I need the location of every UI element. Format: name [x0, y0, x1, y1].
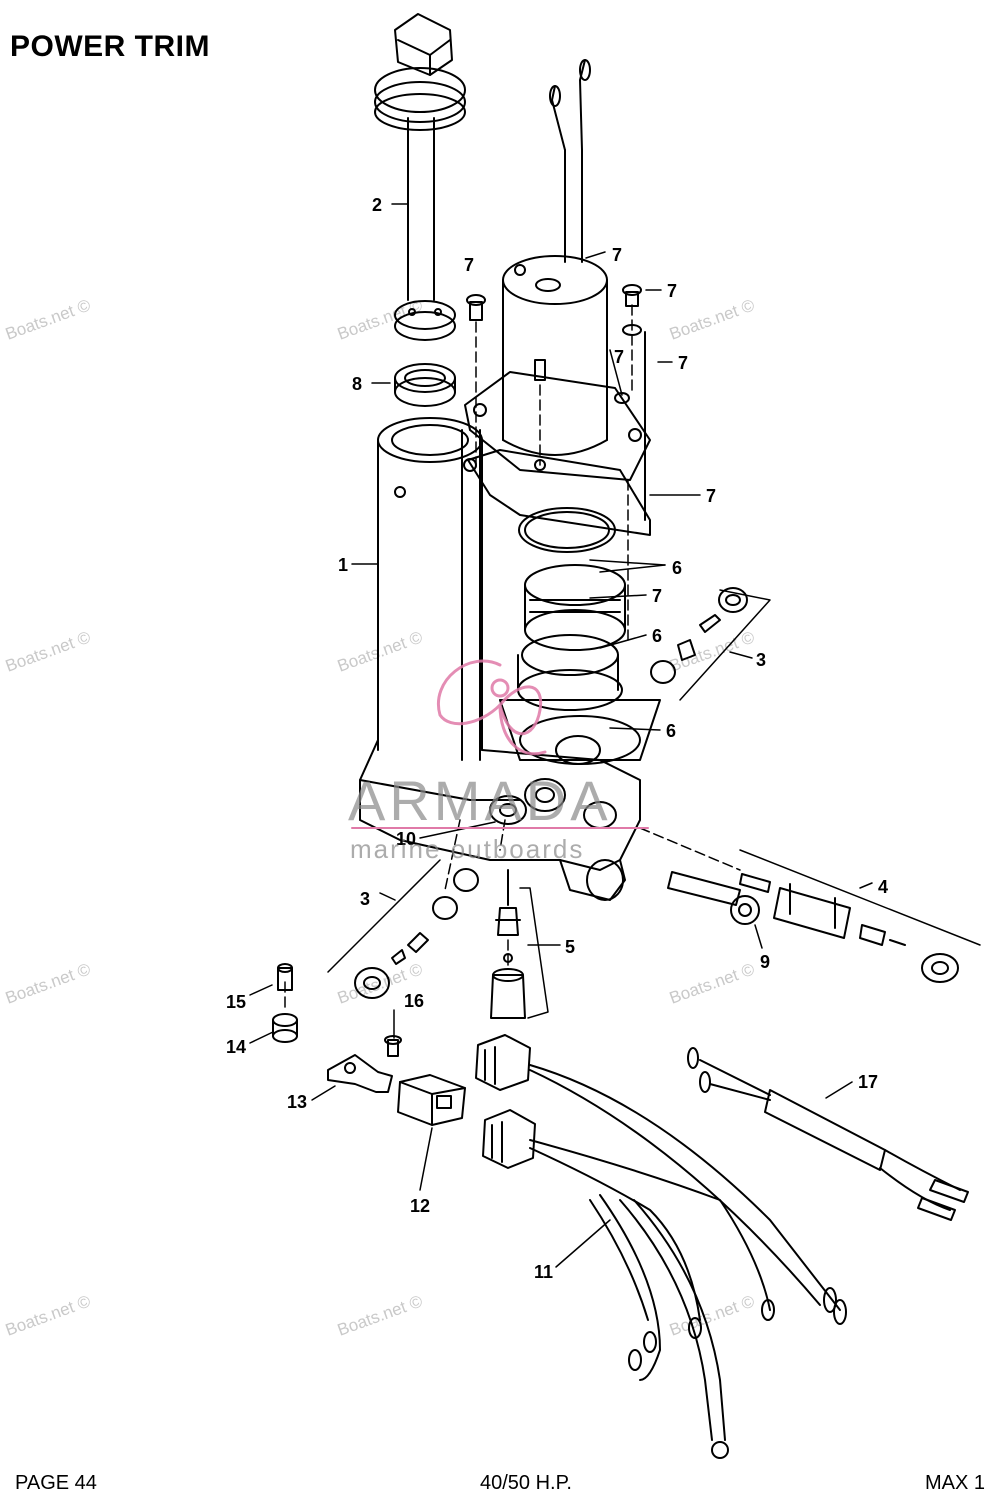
callout-label: 7 — [612, 245, 622, 265]
callout-label: 6 — [652, 626, 662, 646]
callout-label: 13 — [287, 1092, 307, 1112]
leader-lines — [249, 203, 981, 1268]
callout-label: 7 — [667, 281, 677, 301]
part-1-cylinder — [359, 417, 641, 901]
callout-label: 5 — [565, 937, 575, 957]
part-7-motor — [463, 59, 651, 553]
page-title: POWER TRIM — [10, 30, 210, 63]
part-14-grommet — [272, 1013, 298, 1043]
callout-label: 3 — [360, 889, 370, 909]
footer-page-number: PAGE 44 — [15, 1472, 97, 1494]
callout-label: 7 — [652, 586, 662, 606]
part-4-manual-release — [667, 871, 959, 983]
callout-label: 7 — [614, 347, 624, 367]
callout-label: 9 — [760, 952, 770, 972]
watermark-text: Boats.net © — [3, 1291, 94, 1339]
callout-label: 12 — [410, 1196, 430, 1216]
callout-label: 4 — [878, 877, 888, 897]
watermark-text: Boats.net © — [667, 295, 758, 343]
watermark-text: Boats.net © — [335, 1291, 426, 1339]
part-15-bushing — [277, 963, 293, 991]
callout-labels: 2 7 7 7 7 7 8 1 7 6 7 6 3 6 10 4 3 9 5 1… — [226, 195, 888, 1282]
callout-label: 7 — [678, 353, 688, 373]
part-3-valve-left — [354, 868, 479, 999]
part-9-clip — [730, 895, 760, 925]
part-3-valve-right — [650, 587, 748, 684]
part-17-lead-wire — [687, 1047, 969, 1221]
callout-label: 14 — [226, 1037, 246, 1057]
callout-label: 2 — [372, 195, 382, 215]
watermark-text: Boats.net © — [3, 959, 94, 1007]
part-5-valve-stack — [490, 869, 526, 1019]
footer-model: 40/50 H.P. — [480, 1472, 572, 1494]
callout-label: 15 — [226, 992, 246, 1012]
callout-label: 3 — [756, 650, 766, 670]
armada-brand-subtext: marine outboards — [350, 834, 584, 864]
part-2-trim-rod — [374, 13, 466, 341]
callout-label: 10 — [396, 829, 416, 849]
part-12-connector — [397, 1074, 466, 1126]
assembly-centerlines — [284, 304, 741, 1011]
callout-label: 16 — [404, 991, 424, 1011]
armada-logo-watermark: ARMADA marine outboards — [348, 659, 649, 864]
armada-brand-text: ARMADA — [348, 769, 612, 832]
watermark-text: Boats.net © — [3, 295, 94, 343]
callout-label: 11 — [534, 1262, 553, 1282]
watermark-text: Boats.net © — [335, 627, 426, 675]
watermark-text: Boats.net © — [3, 627, 94, 675]
part-6-pump-assembly — [499, 564, 661, 765]
footer-series: MAX 1 — [925, 1472, 986, 1494]
callout-label: 8 — [352, 374, 362, 394]
watermark-text: Boats.net © — [667, 1291, 758, 1339]
callout-label: 6 — [666, 721, 676, 741]
part-16-screw — [384, 1035, 402, 1057]
part-10-fitting — [489, 795, 527, 825]
callout-label: 1 — [338, 555, 348, 575]
callout-label: 6 — [672, 558, 682, 578]
callout-label: 17 — [858, 1072, 878, 1092]
watermark-text: Boats.net © — [667, 959, 758, 1007]
part-11-harness — [475, 1034, 847, 1459]
part-8-seal — [394, 363, 456, 407]
callout-label: 7 — [464, 255, 474, 275]
callout-label: 7 — [706, 486, 716, 506]
part-13-clamp — [327, 1054, 393, 1093]
